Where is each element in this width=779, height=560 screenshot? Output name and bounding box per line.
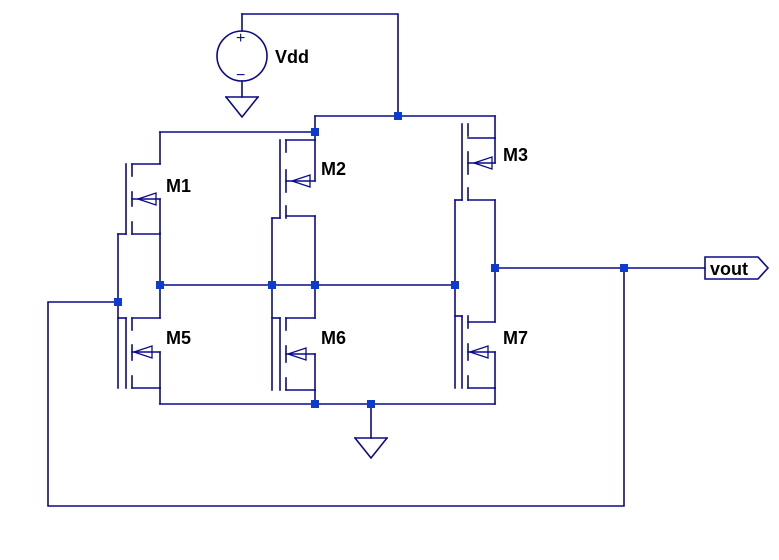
- transistor-m1[interactable]: [117, 163, 161, 235]
- junction-dot: [114, 298, 122, 306]
- junction-dot: [367, 400, 375, 408]
- junction-dot: [394, 112, 402, 120]
- ground-icon: [353, 436, 389, 460]
- vout-port[interactable]: vout: [704, 256, 770, 280]
- vdd-minus-sign: −: [236, 67, 245, 84]
- junctions: [114, 112, 628, 408]
- junction-dot: [491, 264, 499, 272]
- transistor-m6[interactable]: [271, 317, 316, 391]
- junction-dot: [620, 264, 628, 272]
- m1-label: M1: [166, 176, 191, 196]
- m7-label: M7: [503, 328, 528, 348]
- m3-label: M3: [503, 145, 528, 165]
- junction-dot: [451, 281, 459, 289]
- vdd-label: Vdd: [275, 47, 309, 67]
- vdd-plus-sign: +: [236, 30, 245, 47]
- m6-label: M6: [321, 328, 346, 348]
- junction-dot: [311, 128, 319, 136]
- vdd-ground-icon: [224, 95, 260, 119]
- junction-dot: [311, 400, 319, 408]
- vdd-source[interactable]: + −: [216, 13, 268, 98]
- transistor-m5[interactable]: [117, 317, 161, 389]
- junction-dot: [268, 281, 276, 289]
- junction-dot: [156, 281, 164, 289]
- m5-label: M5: [166, 328, 191, 348]
- vout-label: vout: [710, 259, 748, 279]
- transistor-m2[interactable]: [271, 139, 316, 219]
- transistor-m7[interactable]: [454, 315, 496, 389]
- transistor-m3[interactable]: [454, 123, 496, 201]
- wires: [47, 13, 706, 507]
- m2-label: M2: [321, 159, 346, 179]
- junction-dot: [311, 281, 319, 289]
